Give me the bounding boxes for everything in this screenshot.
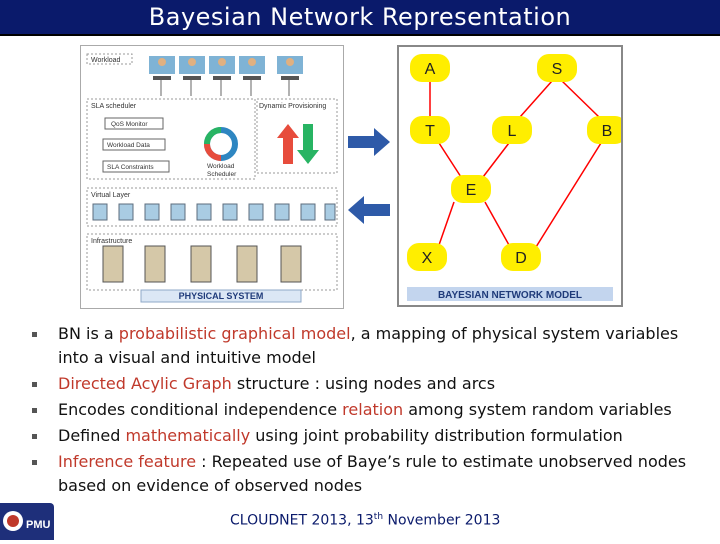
highlighted-term: probabilistic graphical model <box>118 324 351 343</box>
bullet-item: Defined mathematically using joint proba… <box>30 424 710 448</box>
provisioning-arrows-icon <box>277 124 319 164</box>
bn-node-label-e: E <box>466 182 477 199</box>
physical-system-diagram: Workload SLA scheduler QoS Monitor Workl… <box>80 45 344 309</box>
bn-node-x <box>407 243 447 271</box>
bullet-text: , a mapping of physical system variables… <box>58 324 679 367</box>
cycle-icon <box>204 127 238 161</box>
physical-system-caption: PHYSICAL SYSTEM <box>179 291 264 301</box>
logo-text: PMU <box>26 519 51 531</box>
bullet-text: Defined <box>58 426 126 445</box>
bn-node-label-x: X <box>422 250 433 267</box>
server-icons <box>102 245 302 283</box>
bullet-text: structure : using nodes and arcs <box>231 374 496 393</box>
bullet-list: BN is a probabilistic graphical model, a… <box>30 322 710 500</box>
bn-node-label-l: L <box>508 123 517 140</box>
workload-scheduler-label: Workload <box>207 163 235 170</box>
highlighted-term: Directed Acylic Graph <box>58 374 232 393</box>
highlighted-term: relation <box>342 400 404 419</box>
bullet-item: Inference feature : Repeated use of Baye… <box>30 450 710 498</box>
virtual-layer-label: Virtual Layer <box>91 192 131 199</box>
bullet-text: : Repeated use of Baye’s rule to estimat… <box>58 452 687 495</box>
bullet-marker <box>32 460 37 465</box>
sla-scheduler-label: SLA scheduler <box>91 103 137 110</box>
bullet-item: Directed Acylic Graph structure : using … <box>30 372 710 396</box>
sla-constraints-label: SLA Constraints <box>107 164 154 171</box>
footer-text: CLOUDNET 2013, 13th November 2013 <box>230 512 501 529</box>
mapping-arrows <box>348 128 390 224</box>
vm-icons <box>92 203 336 221</box>
bn-node-t <box>410 116 450 144</box>
footer: CLOUDNET 2013, 13th November 2013 <box>0 505 720 540</box>
workload-label: Workload <box>91 57 121 64</box>
bullet-marker <box>32 382 37 387</box>
bn-caption: BAYESIAN NETWORK MODEL <box>438 290 582 301</box>
bullet-item: Encodes conditional independence relatio… <box>30 398 710 422</box>
dynamic-provisioning-label: Dynamic Provisioning <box>259 103 326 110</box>
bullet-text: Encodes conditional independence <box>58 400 343 419</box>
bn-node-label-b: B <box>602 123 613 140</box>
bullet-marker <box>32 332 37 337</box>
bullet-text: BN is a <box>58 324 119 343</box>
bn-node-d <box>501 243 541 271</box>
bn-node-a <box>410 54 450 82</box>
bullet-text: among system random variables <box>403 400 672 419</box>
pmu-logo: PMU <box>0 503 54 540</box>
bn-node-label-a: A <box>425 61 436 78</box>
qos-monitor-label: QoS Monitor <box>111 121 148 128</box>
user-icons <box>149 56 303 80</box>
bn-node-label-t: T <box>425 123 435 140</box>
bn-node-l <box>492 116 532 144</box>
bullet-text: using joint probability distribution for… <box>250 426 623 445</box>
svg-text:Scheduler: Scheduler <box>207 171 237 178</box>
bn-node-label-s: S <box>552 61 563 78</box>
bn-edges <box>429 80 602 256</box>
slide-title: Bayesian Network Representation <box>148 3 572 31</box>
bayesian-network-diagram: A S T L B E X D BAYESIAN NETWORK MODEL <box>397 45 627 307</box>
workload-data-label: Workload Data <box>107 142 150 149</box>
bn-node-b <box>587 116 627 144</box>
bn-node-s <box>537 54 577 82</box>
bullet-item: BN is a probabilistic graphical model, a… <box>30 322 710 370</box>
bullet-marker <box>32 408 37 413</box>
bn-node-label-d: D <box>515 250 527 267</box>
highlighted-term: mathematically <box>125 426 251 445</box>
slide-title-bar: Bayesian Network Representation <box>0 0 720 36</box>
infrastructure-label: Infrastructure <box>91 238 132 245</box>
bullet-marker <box>32 434 37 439</box>
bn-node-e <box>451 175 491 203</box>
highlighted-term: Inference feature <box>58 452 197 471</box>
